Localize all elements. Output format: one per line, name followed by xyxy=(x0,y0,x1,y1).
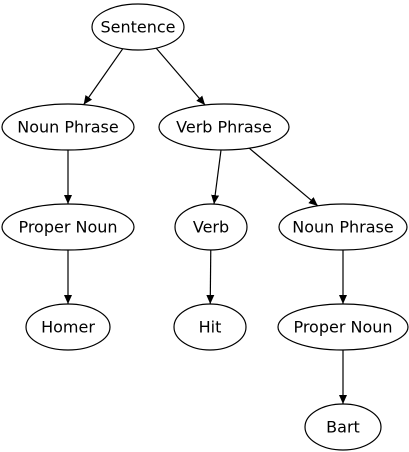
node-hit-label: Hit xyxy=(199,318,222,337)
node-verb-ellipse xyxy=(174,203,248,251)
edge-sentence-to-noun-phrase-1 xyxy=(83,48,124,105)
node-sentence-label: Sentence xyxy=(100,18,175,37)
node-noun-phrase-1-label: Noun Phrase xyxy=(17,118,118,137)
node-verb-label: Verb xyxy=(193,218,229,237)
node-verb-phrase: Verb Phrase xyxy=(158,103,290,151)
nodes: Sentence Noun Phrase Verb Phrase Proper … xyxy=(1,3,409,451)
node-homer-ellipse xyxy=(25,303,111,351)
node-bart: Bart xyxy=(304,403,382,451)
node-verb-phrase-label: Verb Phrase xyxy=(176,118,272,137)
edge-verb-phrase-to-noun-phrase-2 xyxy=(248,147,319,207)
node-noun-phrase-2-label: Noun Phrase xyxy=(292,218,393,237)
node-proper-noun-2-ellipse xyxy=(277,303,409,351)
node-noun-phrase-2-ellipse xyxy=(278,203,408,251)
node-hit-ellipse xyxy=(173,303,247,351)
node-homer-label: Homer xyxy=(41,318,95,337)
node-hit: Hit xyxy=(173,303,247,351)
edges xyxy=(64,47,347,404)
edge-verb-to-hit xyxy=(206,249,215,305)
node-verb-phrase-ellipse xyxy=(158,103,290,151)
node-proper-noun-1: Proper Noun xyxy=(1,203,135,251)
node-bart-ellipse xyxy=(304,403,382,451)
node-proper-noun-2-label: Proper Noun xyxy=(293,318,392,337)
node-noun-phrase-1-ellipse xyxy=(1,103,135,151)
node-proper-noun-2: Proper Noun xyxy=(277,303,409,351)
node-proper-noun-1-ellipse xyxy=(1,203,135,251)
edge-verb-phrase-to-verb xyxy=(211,149,222,205)
node-homer: Homer xyxy=(25,303,111,351)
node-noun-phrase-2: Noun Phrase xyxy=(278,203,408,251)
node-proper-noun-1-label: Proper Noun xyxy=(18,218,117,237)
node-sentence: Sentence xyxy=(91,3,185,51)
node-bart-label: Bart xyxy=(326,418,360,437)
node-noun-phrase-1: Noun Phrase xyxy=(1,103,135,151)
edge-sentence-to-verb-phrase xyxy=(155,47,206,106)
node-sentence-ellipse xyxy=(91,3,185,51)
node-verb: Verb xyxy=(174,203,248,251)
